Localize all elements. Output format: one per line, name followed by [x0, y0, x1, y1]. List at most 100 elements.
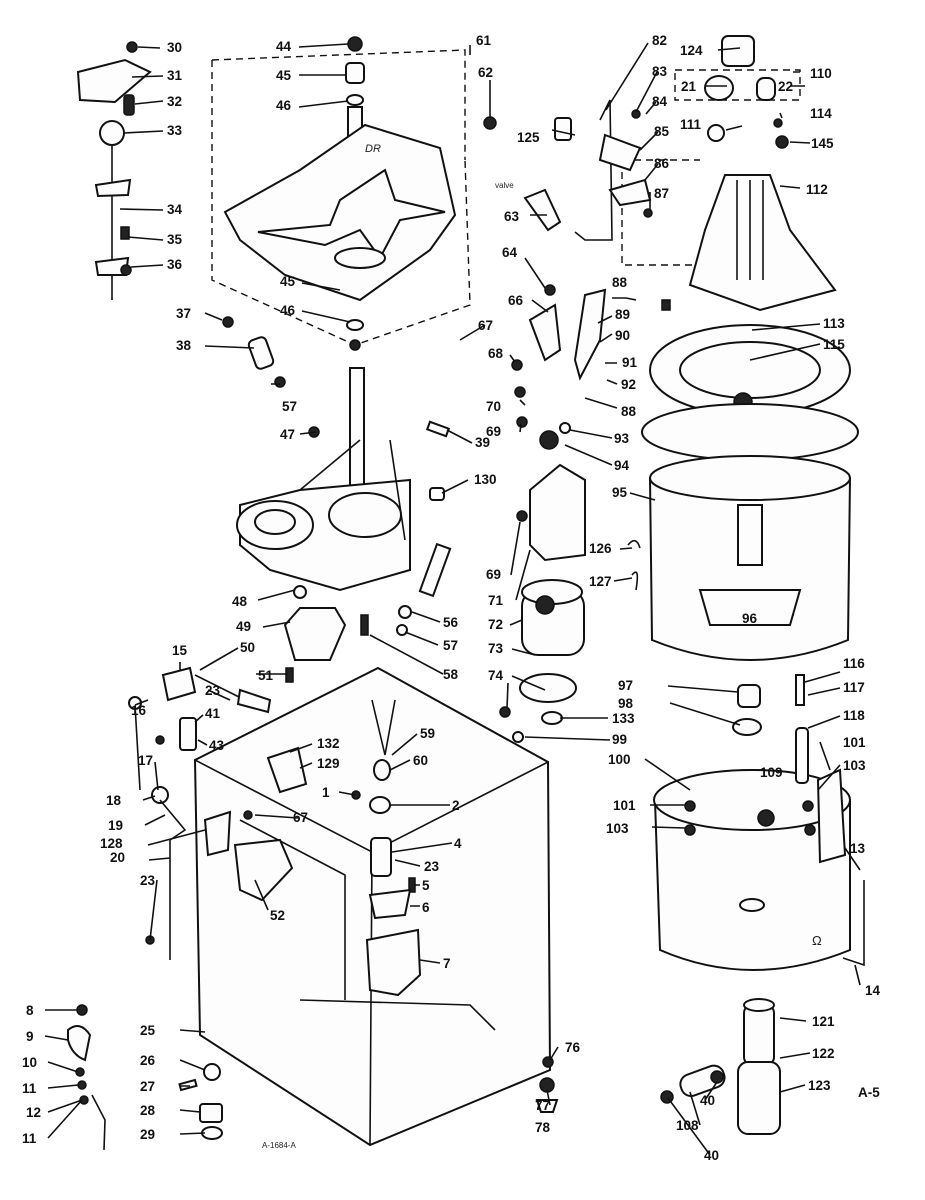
callout-88-a: 88 — [612, 275, 628, 290]
transmission-assembly — [236, 367, 452, 661]
callout-47: 47 — [280, 427, 295, 442]
callout-117: 117 — [843, 680, 865, 695]
callout-77: 77 — [535, 1098, 550, 1113]
callout-101-a: 101 — [843, 735, 866, 750]
callout-85: 85 — [654, 124, 670, 139]
callout-46-b: 46 — [280, 303, 296, 318]
callout-72: 72 — [488, 617, 503, 632]
callout-101-b: 101 — [613, 798, 636, 813]
callout-12: 12 — [26, 1105, 41, 1120]
callout-95: 95 — [612, 485, 628, 500]
callout-64: 64 — [502, 245, 518, 260]
callout-112: 112 — [806, 182, 828, 197]
callout-92: 92 — [621, 377, 636, 392]
callout-88-b: 88 — [621, 404, 637, 419]
callout-52: 52 — [270, 908, 285, 923]
callout-31: 31 — [167, 68, 183, 83]
callout-49: 49 — [236, 619, 251, 634]
callout-1: 1 — [322, 785, 330, 800]
callout-93: 93 — [614, 431, 630, 446]
callout-15: 15 — [172, 643, 188, 658]
callout-94: 94 — [614, 458, 630, 473]
callout-19: 19 — [108, 818, 123, 833]
callout-132: 132 — [317, 736, 340, 751]
callout-28: 28 — [140, 1103, 156, 1118]
left-side-parts — [67, 666, 294, 1151]
callout-50: 50 — [240, 640, 255, 655]
callout-128: 128 — [100, 836, 123, 851]
callout-127: 127 — [589, 574, 612, 589]
callout-66: 66 — [508, 293, 524, 308]
callout-33: 33 — [167, 123, 183, 138]
callout-11-b: 11 — [22, 1131, 37, 1146]
callout-90: 90 — [615, 328, 630, 343]
callout-113: 113 — [823, 316, 845, 331]
callout-111: 111 — [680, 117, 702, 132]
callout-40-b: 40 — [704, 1148, 719, 1163]
callout-48: 48 — [232, 594, 248, 609]
callout-10: 10 — [22, 1055, 37, 1070]
page-id: A-5 — [858, 1085, 880, 1100]
callout-67-a: 67 — [478, 318, 493, 333]
callout-51: 51 — [258, 668, 274, 683]
water-inlet-parts — [511, 99, 671, 450]
callout-36: 36 — [167, 257, 183, 272]
callout-23-c: 23 — [424, 859, 440, 874]
drawing-number: A-1684-A — [262, 1141, 296, 1150]
callout-5: 5 — [422, 878, 430, 893]
callout-46-a: 46 — [276, 98, 292, 113]
callout-61: 61 — [476, 33, 492, 48]
callout-17: 17 — [138, 753, 153, 768]
cabinet-assembly — [178, 666, 559, 1147]
callout-125: 125 — [517, 130, 540, 145]
callout-63: 63 — [504, 209, 520, 224]
callout-83: 83 — [652, 64, 668, 79]
callout-34: 34 — [167, 202, 183, 217]
transmission-cover-plate — [223, 36, 497, 351]
callout-109: 109 — [760, 765, 783, 780]
callout-99: 99 — [612, 732, 627, 747]
callout-22: 22 — [778, 79, 793, 94]
callout-41: 41 — [205, 706, 221, 721]
callout-35: 35 — [167, 232, 183, 247]
valve-handwritten-note: valve — [495, 181, 514, 190]
callout-68: 68 — [488, 346, 504, 361]
outer-tub-assembly — [512, 674, 865, 971]
callout-20: 20 — [110, 850, 125, 865]
callout-18: 18 — [106, 793, 122, 808]
callout-11-a: 11 — [22, 1081, 37, 1096]
callout-96: 96 — [742, 611, 758, 626]
callout-86: 86 — [654, 156, 670, 171]
callout-74: 74 — [488, 668, 504, 683]
callout-30: 30 — [167, 40, 182, 55]
callout-7: 7 — [443, 956, 451, 971]
callout-97: 97 — [618, 678, 633, 693]
callout-59: 59 — [420, 726, 435, 741]
callout-82: 82 — [652, 33, 667, 48]
callout-62: 62 — [478, 65, 493, 80]
callout-67-b: 67 — [293, 810, 308, 825]
callout-6: 6 — [422, 900, 430, 915]
callout-2: 2 — [452, 798, 460, 813]
callout-115: 115 — [823, 337, 845, 352]
callout-124: 124 — [680, 43, 703, 58]
callout-76: 76 — [565, 1040, 581, 1055]
callout-103-b: 103 — [606, 821, 629, 836]
callout-73: 73 — [488, 641, 504, 656]
callout-58: 58 — [443, 667, 459, 682]
callout-60: 60 — [413, 753, 428, 768]
callout-38: 38 — [176, 338, 192, 353]
omega-handwritten-mark: Ω — [812, 933, 822, 948]
callout-69-a: 69 — [486, 424, 501, 439]
callout-110: 110 — [810, 66, 832, 81]
callout-130: 130 — [474, 472, 497, 487]
callout-108: 108 — [676, 1118, 699, 1133]
callout-69-b: 69 — [486, 567, 501, 582]
callout-56: 56 — [443, 615, 459, 630]
callout-87: 87 — [654, 186, 669, 201]
dr-handwritten-mark: DR — [365, 143, 381, 155]
callout-21: 21 — [681, 79, 697, 94]
callout-57-a: 57 — [282, 399, 297, 414]
callout-40-a: 40 — [700, 1093, 715, 1108]
callout-32: 32 — [167, 94, 182, 109]
